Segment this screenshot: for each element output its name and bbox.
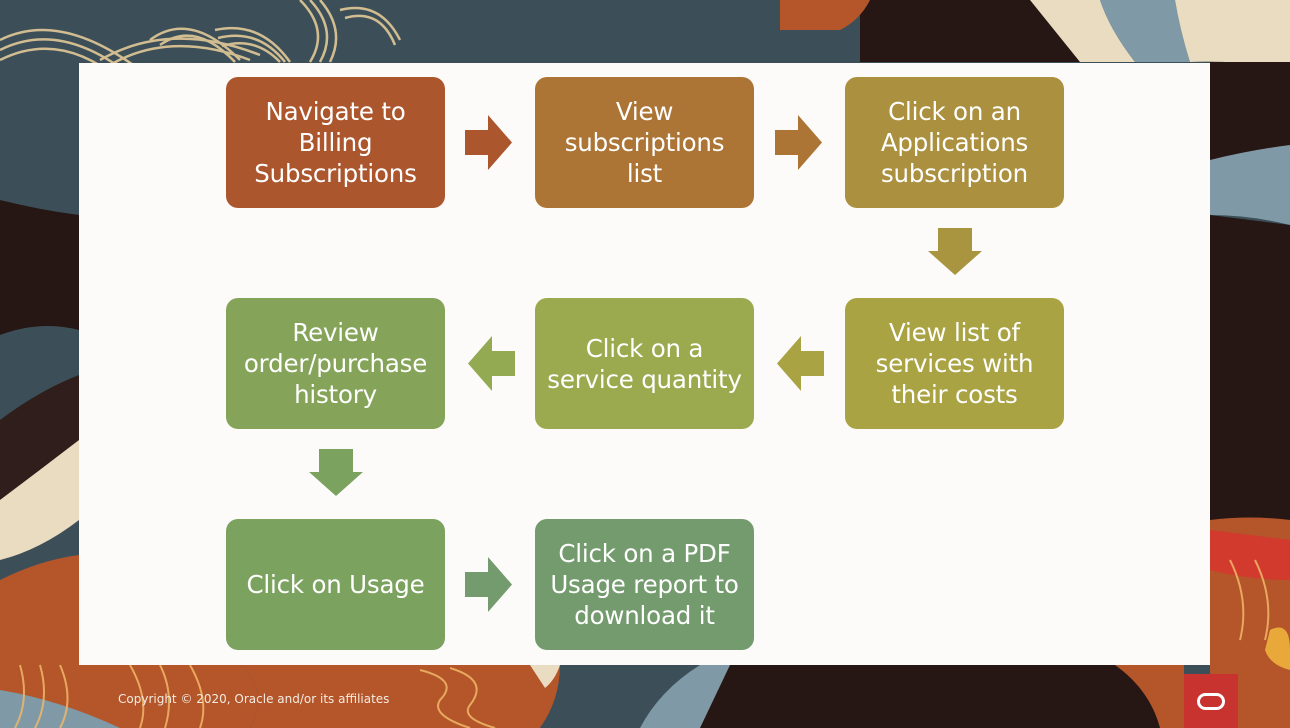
- flow-step-click-service-quantity: Click on a service quantity: [535, 298, 754, 429]
- flow-step-view-subscriptions-list: View subscriptions list: [535, 77, 754, 208]
- copyright-text: Copyright © 2020, Oracle and/or its affi…: [118, 692, 390, 706]
- arrow-right-icon: [465, 557, 512, 612]
- arrow-left-icon: [777, 336, 824, 391]
- arrow-right-icon: [465, 115, 512, 170]
- arrow-left-icon: [468, 336, 515, 391]
- flow-step-click-usage: Click on Usage: [226, 519, 445, 650]
- flow-step-review-order-history: Review order/purchase history: [226, 298, 445, 429]
- flow-step-click-pdf-usage-report: Click on a PDF Usage report to download …: [535, 519, 754, 650]
- arrow-right-icon: [775, 115, 822, 170]
- flow-step-view-services-costs: View list of services with their costs: [845, 298, 1064, 429]
- flow-step-navigate-billing-subscriptions: Navigate to Billing Subscriptions: [226, 77, 445, 208]
- arrow-down-icon: [928, 228, 982, 275]
- arrow-down-icon: [309, 449, 363, 496]
- flow-step-click-applications-subscription: Click on an Applications subscription: [845, 77, 1064, 208]
- oracle-ring-icon: [1197, 693, 1225, 710]
- oracle-logo-icon: [1184, 674, 1238, 728]
